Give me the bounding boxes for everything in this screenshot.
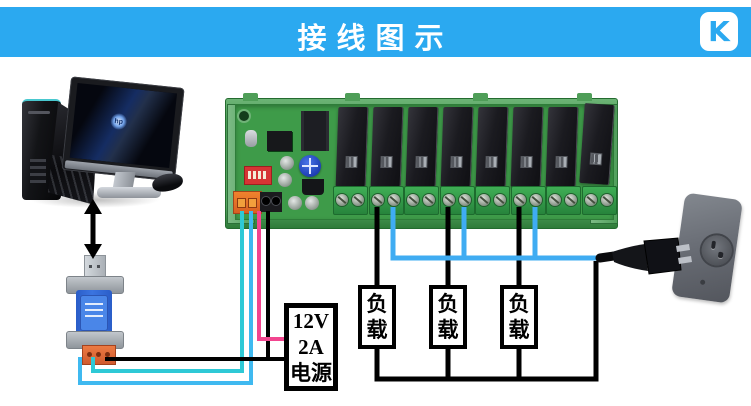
terminal-screw	[600, 194, 613, 206]
terminal-screw	[442, 194, 455, 206]
bidirectional-arrow	[84, 199, 102, 259]
load-char: 负	[508, 292, 530, 316]
capacitor	[305, 196, 319, 210]
brand-logo-letter: K	[708, 15, 730, 48]
terminal-screw	[478, 194, 490, 206]
power-line2: 2A	[298, 335, 324, 359]
power-line1: 12V	[292, 309, 330, 333]
wire-ground-black	[105, 357, 290, 361]
driver-chip	[301, 111, 329, 151]
page-title: 接线图示	[297, 23, 454, 55]
output-terminal-4	[439, 186, 475, 215]
terminal-screw	[87, 352, 92, 357]
terminal-screw	[237, 198, 246, 208]
terminal-screw	[565, 194, 577, 206]
terminal-screw	[529, 194, 542, 206]
output-terminal-7	[546, 186, 581, 215]
load-box-2: 负 载	[429, 285, 467, 349]
signal-input-terminal	[260, 192, 282, 212]
terminal-screw	[458, 194, 471, 206]
power-line3: 电源	[290, 361, 332, 385]
terminal-screw	[549, 194, 561, 206]
terminal-screw	[513, 194, 526, 206]
plug-prong	[676, 244, 690, 252]
output-terminal-5	[475, 186, 510, 215]
wire-rs485-teal	[91, 211, 244, 373]
load-char: 负	[366, 292, 388, 316]
wire-ac-bus-blue	[390, 207, 603, 261]
usb-pin-hole	[89, 265, 92, 268]
output-terminal-3	[404, 186, 439, 215]
load-char: 负	[437, 292, 459, 316]
voltage-regulator	[302, 179, 324, 195]
usb-pin-hole	[97, 265, 100, 268]
rail-tab	[345, 93, 360, 101]
plug-strain-relief	[612, 244, 648, 271]
brand-logo-icon: K	[700, 12, 738, 51]
wire-12v-pink	[257, 211, 290, 341]
usb-serial-converter	[76, 290, 112, 336]
dip-switch	[244, 166, 272, 185]
crystal-oscillator	[245, 130, 257, 147]
mcu-chip	[267, 131, 292, 151]
rail-tab	[243, 93, 258, 101]
load-char: 载	[437, 318, 459, 342]
terminal-hole	[262, 197, 270, 205]
terminal-screw	[248, 198, 257, 208]
terminal-screw	[96, 352, 101, 357]
output-terminal-8	[581, 186, 617, 215]
output-terminal-6	[510, 186, 546, 215]
output-terminal-2	[368, 186, 404, 215]
terminal-hole	[272, 197, 280, 205]
output-terminal-1	[333, 186, 368, 215]
load-char: 载	[366, 318, 388, 342]
load-char: 载	[508, 318, 530, 342]
rail-tab	[577, 93, 592, 101]
terminal-screw	[336, 194, 348, 206]
terminal-screw	[387, 194, 400, 206]
wire-load-return-bus	[374, 261, 599, 382]
wire-rs485-blue	[78, 211, 253, 385]
terminal-screw	[371, 194, 384, 206]
terminal-screw	[423, 194, 435, 206]
capacitor	[288, 196, 302, 210]
terminal-screw	[352, 194, 364, 206]
terminal-screw	[407, 194, 419, 206]
power-supply-box: 12V 2A 电源	[284, 303, 338, 391]
capacitor	[278, 173, 292, 187]
terminal-screw	[584, 194, 597, 206]
power-input-terminal	[233, 191, 262, 214]
monitor-base	[97, 187, 161, 198]
terminal-screw	[494, 194, 506, 206]
blue-trimmer-pot	[299, 155, 321, 177]
capacitor	[280, 156, 294, 170]
plug-prong	[678, 256, 692, 264]
converter-label	[81, 296, 107, 330]
load-box-3: 负 载	[500, 285, 538, 349]
load-box-1: 负 载	[358, 285, 396, 349]
header-bar: 接线图示 K	[0, 7, 751, 57]
rail-tab	[473, 93, 488, 101]
power-plug	[643, 237, 682, 275]
terminal-screw	[105, 352, 110, 357]
relay-board	[225, 93, 618, 229]
pcb-mount-hole	[239, 111, 249, 121]
